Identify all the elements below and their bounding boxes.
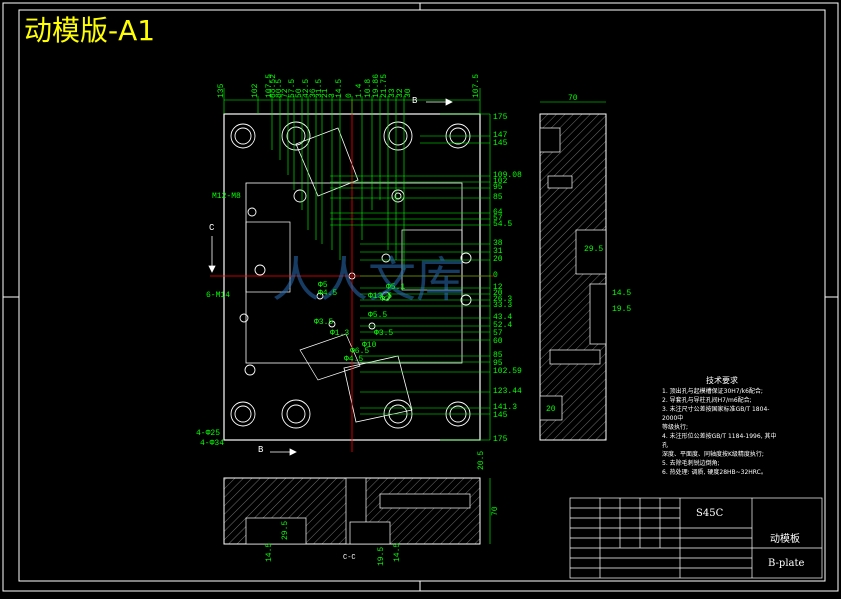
- right-dimension-label: 20: [493, 289, 503, 298]
- hole-callout-label: Φ1.3: [330, 329, 350, 338]
- right-dimension-label: 31: [493, 247, 503, 256]
- right-dimension-label: 43.4: [493, 313, 513, 322]
- technical-notes: 技术要求 1. 顶出孔与起模槽保证30H7/k6配合; 2. 导套孔与导柱孔间H7…: [662, 376, 782, 477]
- part-name: 动模板: [770, 534, 800, 545]
- top-dimension-label: 0: [345, 93, 354, 98]
- watermark: 人人文库: [272, 252, 465, 308]
- right-dimension-label: 26.3: [493, 295, 513, 304]
- bottom-dimension-label: 29.5: [281, 520, 290, 540]
- section-mark-b-bottom: B: [258, 445, 264, 455]
- hole-callout-label: Φ13.5: [368, 292, 393, 301]
- hole-callout-label: Φ6.5: [350, 347, 370, 356]
- right-dimension-label: 60: [493, 337, 503, 346]
- side-dimension-label: 70: [568, 94, 578, 103]
- right-dimension-label: 175: [493, 435, 508, 444]
- title-block: [569, 497, 823, 579]
- side-dimension-label: 29.5: [584, 245, 604, 254]
- top-dimension-label: 135: [217, 83, 226, 98]
- bottom-dimension-label: 14.5: [393, 542, 402, 562]
- right-dimension-label: 95: [493, 183, 503, 192]
- right-dimension-label: 145: [493, 139, 508, 148]
- notes-item: 6. 热处理: 调质, 硬度28HB~32HRC。: [662, 469, 767, 476]
- hole-callout-label: 6-M14: [206, 291, 231, 300]
- right-dimension-label: 33.3: [493, 301, 513, 310]
- side-dimension-label: 20: [546, 405, 556, 414]
- hole-callout-label: M12-M8: [212, 192, 241, 201]
- right-dimension-label: 85: [493, 351, 503, 360]
- top-dimension-label: 30: [404, 88, 413, 98]
- right-dimension-label: 38: [493, 239, 503, 248]
- right-dimension-label: 109.08: [493, 171, 522, 180]
- hole-callout-label: Φ4.5: [318, 289, 338, 298]
- top-dimension-label: 107.5: [472, 73, 481, 98]
- part-name-en: B-plate: [768, 558, 805, 569]
- hole-callout-label: Φ10: [362, 341, 377, 350]
- right-dimension-label: 64: [493, 208, 503, 217]
- hole-callout-label: Φ3: [380, 295, 390, 304]
- right-dimension-label: 12: [493, 283, 503, 292]
- notes-item: 深度、平面度、同轴度按K级精度执行;: [662, 451, 764, 458]
- notes-item: 5. 去除毛刺锐边倒角;: [662, 460, 720, 467]
- hole-callout-label: 4-Φ34: [200, 439, 225, 448]
- right-dimension-label: 57: [493, 329, 503, 338]
- right-dimension-label: 102.59: [493, 367, 522, 376]
- drawing-title: 动模版-A1: [24, 14, 156, 47]
- right-dimension-label: 20: [493, 255, 503, 264]
- top-dimension-label: 1.4: [355, 83, 364, 98]
- right-dimension-label: 141.3: [493, 403, 518, 412]
- right-dimension-label: 54.5: [493, 220, 513, 229]
- top-dimension-label: 102: [251, 83, 260, 98]
- inner-frame: [18, 9, 826, 582]
- bottom-dimension-label: 19.5: [377, 546, 386, 566]
- section-mark-cc: C-C: [343, 554, 356, 562]
- right-dimension-label: 57: [493, 214, 503, 223]
- top-dimension-label: 14.5: [335, 78, 344, 98]
- right-dimension-label: 0: [493, 271, 498, 280]
- side-dimension-label: 14.5: [612, 289, 632, 298]
- right-dimension-label: 145: [493, 411, 508, 420]
- right-dimension-label: 175: [493, 113, 508, 122]
- hole-callout-label: Φ5.1: [386, 283, 406, 292]
- right-dimension-label: 123.44: [493, 387, 522, 396]
- notes-item: 2. 导套孔与导柱孔间H7/m6配合;: [662, 397, 752, 404]
- right-dimension-label: 95: [493, 359, 503, 368]
- section-mark-c: C: [209, 223, 215, 233]
- bottom-dimension-label: 20.5: [477, 450, 486, 470]
- section-mark-b-top: B: [412, 96, 418, 106]
- bottom-dimension-label: 70: [491, 506, 500, 516]
- hole-callout-label: Φ5: [318, 281, 328, 290]
- right-dimension-label: 147: [493, 131, 508, 140]
- notes-item: 等级执行;: [662, 424, 689, 431]
- hole-callout-label: Φ3.5: [314, 318, 334, 327]
- notes-item: 1. 顶出孔与起模槽保证30H7/k6配合;: [662, 388, 763, 395]
- notes-item: 3. 未注尺寸公差按国家标准GB/T 1804-2000中: [662, 406, 770, 422]
- hole-callout-label: Φ3.5: [374, 329, 394, 338]
- notes-title: 技术要求: [706, 376, 738, 385]
- notes-list: 1. 顶出孔与起模槽保证30H7/k6配合; 2. 导套孔与导柱孔间H7/m6配合…: [662, 387, 782, 477]
- right-dimension-label: 52.4: [493, 321, 513, 330]
- side-view: [539, 113, 607, 441]
- hole-callout-label: Φ4.5: [344, 355, 364, 364]
- hole-callout-label: Φ5.5: [368, 311, 388, 320]
- notes-item: 4. 未注形位公差按GB/T 1184-1996, 其中孔: [662, 433, 777, 449]
- right-dimension-label: 102: [493, 177, 508, 186]
- bottom-dimension-label: 14.5: [265, 542, 274, 562]
- right-dimension-label: 85: [493, 193, 503, 202]
- material-label: S45C: [696, 508, 724, 519]
- side-dimension-label: 19.5: [612, 305, 632, 314]
- hole-callout-label: 4-Φ25: [196, 429, 221, 438]
